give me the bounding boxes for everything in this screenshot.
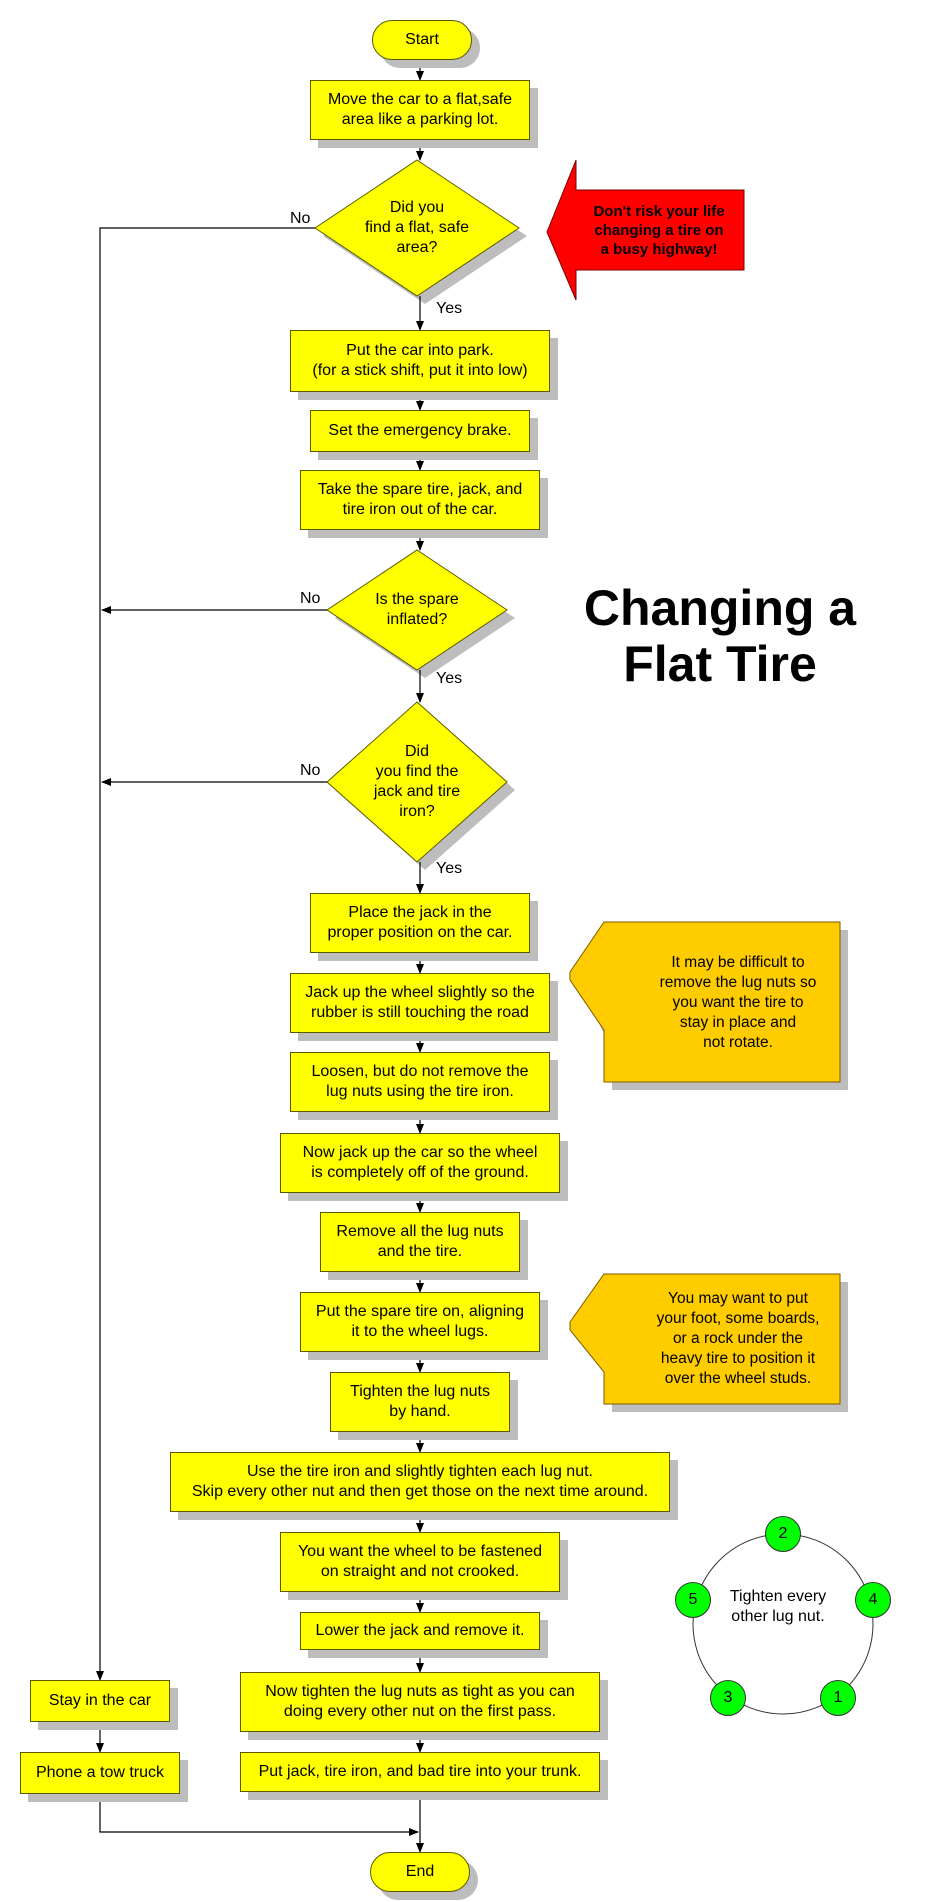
lug-nut-3: 3 — [710, 1680, 746, 1716]
step-park: Put the car into park. (for a stick shif… — [290, 330, 550, 392]
warning-note: Don't risk your life changing a tire on … — [593, 202, 725, 258]
step-loosen: Loosen, but do not remove the lug nuts u… — [290, 1052, 550, 1112]
label-no-flat-safe: No — [290, 210, 311, 227]
lug-nut-4: 4 — [855, 1582, 891, 1618]
step-take-spare: Take the spare tire, jack, and tire iron… — [300, 470, 540, 530]
decision-spare-inflated-shape — [326, 549, 508, 671]
step-lower-jack: Lower the jack and remove it. — [300, 1612, 540, 1650]
lug-nut-1: 1 — [820, 1680, 856, 1716]
step-phone-tow: Phone a tow truck — [20, 1752, 180, 1794]
step-fastened-straight: You want the wheel to be fastened on str… — [280, 1532, 560, 1592]
step-brake: Set the emergency brake. — [310, 410, 530, 452]
decision-jack-iron: Did you find the jack and tire iron? — [373, 743, 461, 820]
decision-flat-safe-shape — [314, 159, 520, 297]
label-no-spare-inflated: No — [300, 590, 321, 607]
decision-spare-inflated: Is the spare inflated? — [375, 591, 459, 628]
lug-tip-callout-shape — [569, 921, 841, 1083]
step-tighten-hand: Tighten the lug nuts by hand. — [330, 1372, 510, 1432]
lug-tip-note: It may be difficult to remove the lug nu… — [659, 954, 817, 1051]
label-yes-spare-inflated: Yes — [436, 670, 463, 687]
label-no-jack-iron: No — [300, 762, 321, 779]
decision-flat-safe: Did you find a flat, safe area? — [364, 199, 470, 256]
step-place-jack: Place the jack in the proper position on… — [310, 893, 530, 953]
step-put-trunk: Put jack, tire iron, and bad tire into y… — [240, 1752, 600, 1792]
start-terminal: Start — [372, 20, 472, 60]
step-stay-car: Stay in the car — [30, 1680, 170, 1722]
lug-nut-2: 2 — [765, 1516, 801, 1552]
spare-tip-callout-shape — [569, 1273, 841, 1405]
label-yes-flat-safe: Yes — [436, 300, 463, 317]
spare-tip-note: You may want to put your foot, some boar… — [656, 1290, 820, 1387]
label-yes-jack-iron: Yes — [436, 860, 463, 877]
warning-arrow-shape — [546, 159, 745, 301]
step-jack-up: Now jack up the car so the wheel is comp… — [280, 1133, 560, 1193]
step-tighten-tight: Now tighten the lug nuts as tight as you… — [240, 1672, 600, 1732]
step-move-car: Move the car to a flat,safe area like a … — [310, 80, 530, 140]
lug-pattern-caption: Tighten every other lug nut. — [729, 1588, 827, 1625]
step-tire-iron-slight: Use the tire iron and slightly tighten e… — [170, 1452, 670, 1512]
step-spare-on: Put the spare tire on, aligning it to th… — [300, 1292, 540, 1352]
end-terminal: End — [370, 1852, 470, 1892]
lug-nut-5: 5 — [675, 1582, 711, 1618]
decision-jack-iron-shape — [326, 701, 508, 863]
step-jack-slightly: Jack up the wheel slightly so the rubber… — [290, 973, 550, 1033]
step-remove-nuts: Remove all the lug nuts and the tire. — [320, 1212, 520, 1272]
diagram-title: Changing a Flat Tire — [583, 580, 857, 692]
